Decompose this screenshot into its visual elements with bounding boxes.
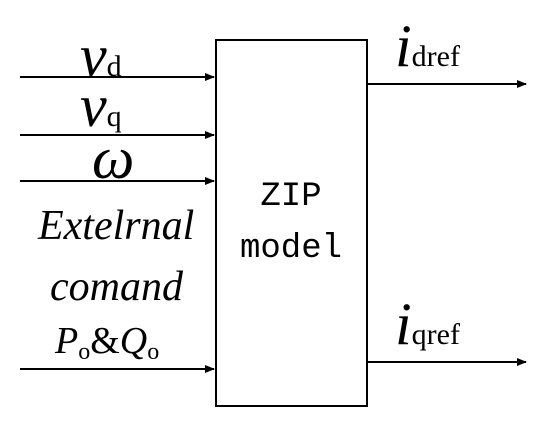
- qo-symbol: Q: [119, 320, 148, 362]
- idref-label: idref: [395, 16, 460, 76]
- vq-subscript: q: [106, 100, 122, 133]
- power-command-label: Po&Qo: [55, 322, 159, 364]
- omega-label: ω: [92, 128, 134, 188]
- po-subscript: o: [78, 339, 91, 365]
- idref-subscript: dref: [411, 40, 460, 73]
- zip-model-block: [215, 39, 368, 407]
- vq-label: vq: [80, 76, 122, 136]
- vd-subscript: d: [106, 50, 122, 83]
- vd-label: vd: [80, 26, 122, 86]
- iqref-label: iqref: [395, 294, 460, 354]
- iqref-symbol: i: [395, 291, 412, 357]
- vd-symbol: v: [80, 23, 107, 89]
- external-command-line2: comand: [50, 264, 183, 310]
- external-command-line1: Extelrnal: [38, 203, 195, 249]
- iqref-subscript: qref: [411, 318, 460, 351]
- block-title-line1: ZIP: [260, 178, 322, 216]
- idref-symbol: i: [395, 13, 412, 79]
- ampersand: &: [90, 320, 120, 362]
- omega-symbol: ω: [92, 125, 135, 191]
- qo-subscript: o: [147, 339, 160, 365]
- vq-symbol: v: [80, 73, 107, 139]
- block-title-line2: model: [239, 230, 343, 268]
- po-symbol: P: [55, 320, 79, 362]
